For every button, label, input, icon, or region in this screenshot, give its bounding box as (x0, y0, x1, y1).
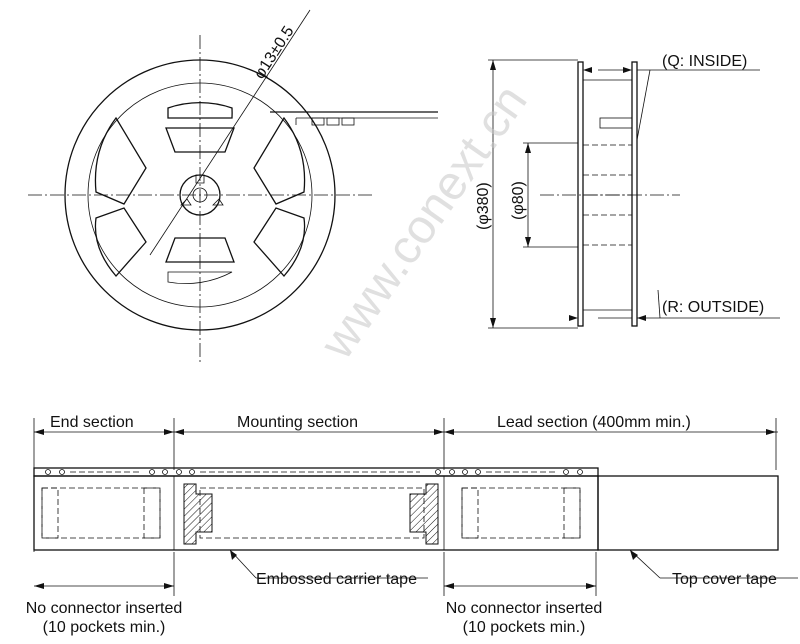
no-connector-right-line1: No connector inserted (446, 600, 603, 617)
connector-left (183, 483, 213, 545)
reel-flange-left (577, 61, 584, 327)
reel-flange-right (631, 61, 638, 327)
reel-diameter-label: (φ380) (475, 182, 492, 230)
empty-pocket-lead (461, 487, 581, 539)
reel-spoke-windows (94, 101, 306, 284)
no-connector-right-line2: (10 pockets min.) (463, 619, 586, 636)
end-section-label: End section (50, 414, 134, 431)
mounting-section-label: Mounting section (237, 414, 358, 431)
tape-layout: End section Mounting section Lead sectio… (26, 414, 798, 636)
embossed-carrier-tape-label: Embossed carrier tape (256, 571, 417, 588)
sprocket-holes (45, 469, 583, 475)
mounting-pocket (199, 487, 425, 539)
lead-section-label: Lead section (400mm min.) (497, 414, 691, 431)
outside-label: (R: OUTSIDE) (662, 299, 764, 316)
empty-pocket-end (41, 487, 161, 539)
top-cover-tape-label: Top cover tape (672, 571, 777, 588)
core-diameter-label: (φ80) (510, 181, 527, 220)
hub-diameter-leader (149, 9, 311, 256)
reel-hub-hole (192, 187, 208, 203)
no-connector-left-line2: (10 pockets min.) (43, 619, 166, 636)
inside-label: (Q: INSIDE) (662, 53, 747, 70)
connector-right (409, 483, 439, 545)
hub-diameter-label: φ13±0.5 (251, 23, 298, 82)
watermark: www.conext.cn (310, 76, 538, 369)
reel-side-view: (φ380) (φ80) (Q: INSIDE) (R: OUTSIDE) (475, 53, 780, 329)
embossed-carrier-tape (33, 475, 599, 551)
no-connector-left-line1: No connector inserted (26, 600, 183, 617)
top-cover-tape (597, 475, 779, 551)
